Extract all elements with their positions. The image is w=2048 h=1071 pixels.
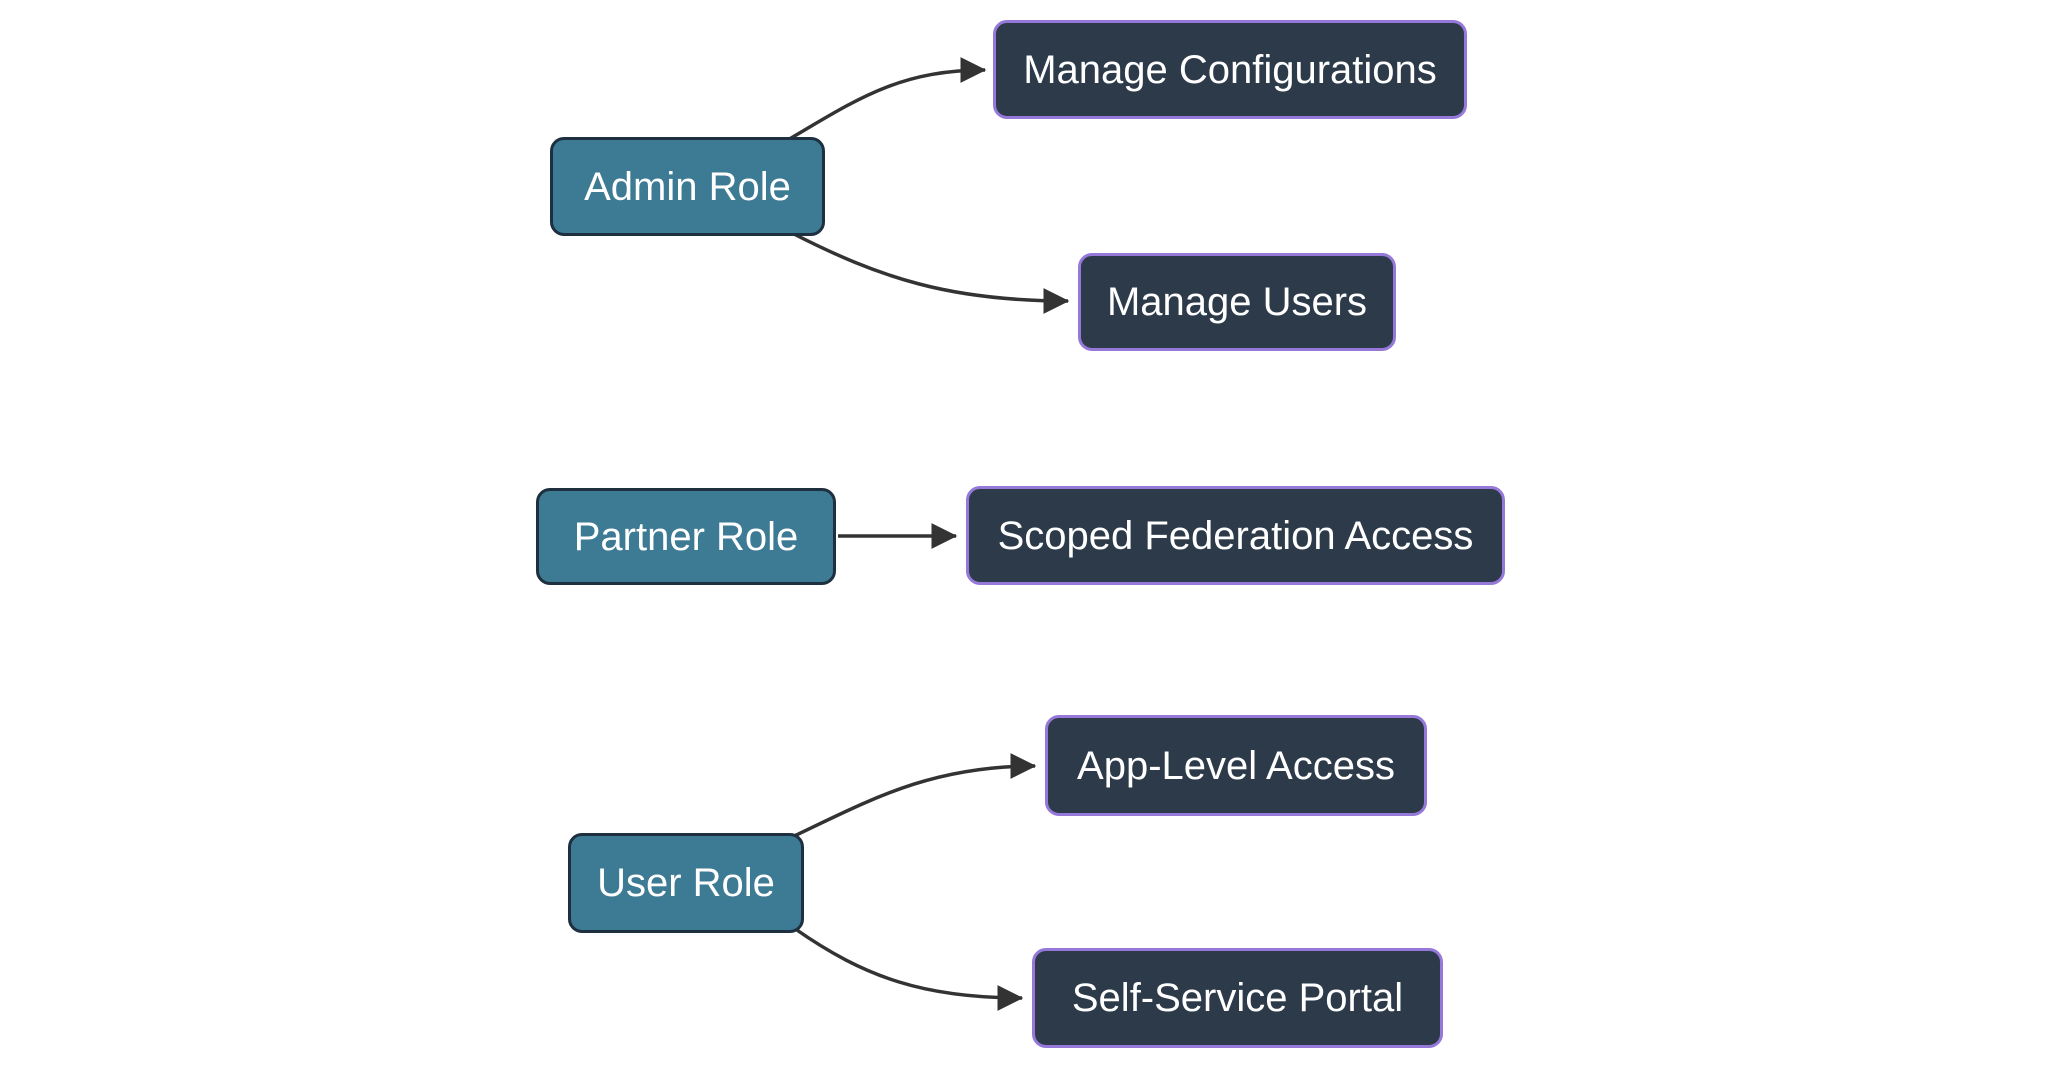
node-scoped-federation-access: Scoped Federation Access [966,486,1505,585]
node-admin-role-label: Admin Role [584,164,791,209]
node-app-level-access: App-Level Access [1045,715,1427,816]
node-self-service-portal: Self-Service Portal [1032,948,1443,1048]
node-user-role-label: User Role [597,861,775,905]
edge-user-to-app-level [789,753,1037,840]
node-partner-role: Partner Role [536,488,836,585]
node-scoped-federation-access-label: Scoped Federation Access [997,513,1474,558]
node-manage-users: Manage Users [1078,253,1396,351]
node-manage-users-label: Manage Users [1106,280,1368,324]
node-self-service-portal-label: Self-Service Portal [1071,976,1404,1020]
node-user-role: User Role [568,833,804,933]
edge-admin-to-manage-configurations [785,57,987,143]
node-app-level-access-label: App-Level Access [1077,743,1395,788]
node-manage-configurations-label: Manage Configurations [1023,47,1437,92]
node-partner-role-label: Partner Role [573,514,799,559]
node-admin-role: Admin Role [550,137,825,236]
edge-user-to-self-service [792,926,1024,1011]
edge-admin-to-manage-users [791,231,1070,314]
node-manage-configurations: Manage Configurations [993,20,1467,119]
